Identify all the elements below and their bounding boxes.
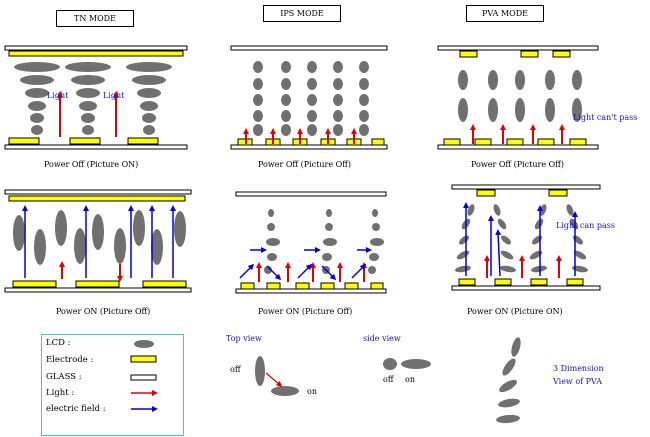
- legend-glass-label: GLASS :: [46, 372, 82, 382]
- caption-pva-on: Power ON (Picture ON): [467, 307, 563, 316]
- side-view-label: side view: [363, 334, 401, 343]
- glass-top: [437, 45, 599, 51]
- glass-top: [451, 184, 601, 190]
- lcd-stack: [14, 62, 172, 135]
- pva-3d-illustration: [496, 337, 521, 424]
- caption-tn-on: Power ON (Picture Off): [56, 307, 151, 316]
- glass-bottom: [4, 287, 192, 293]
- pva-off-panel: [437, 45, 599, 150]
- light-cant-pass-label: Light can't pass: [573, 113, 638, 122]
- tn-on-panel: [4, 189, 192, 293]
- light-label-2: Light: [103, 91, 125, 100]
- three-dim-label: 3 Dimension: [553, 364, 604, 373]
- electrode: [127, 137, 159, 145]
- electrode-top: [8, 50, 184, 57]
- light-label-1: Light: [47, 91, 69, 100]
- light-can-pass-label: Light can pass: [556, 221, 615, 230]
- glass-top: [4, 45, 188, 51]
- electrode-top: [8, 195, 186, 202]
- mode-title-ips: IPS MODE: [263, 5, 341, 22]
- legend-symbols: [130, 340, 158, 412]
- glass-top: [4, 189, 192, 195]
- lcd-grid: [253, 61, 369, 136]
- legend-electrode-swatch: [130, 355, 157, 363]
- legend-electrode-label: Electrode :: [46, 355, 94, 365]
- glass-top: [230, 45, 388, 51]
- top-on-label: on: [307, 387, 317, 396]
- glass-bottom: [4, 144, 188, 150]
- glass-bottom: [451, 285, 601, 291]
- caption-pva-off: Power Off (Picture Off): [471, 160, 564, 169]
- side-on-label: on: [405, 375, 415, 384]
- pva-on-panel: [451, 184, 601, 291]
- legend-box: LCD : Electrode : GLASS : Light : electr…: [41, 334, 184, 436]
- ips-off-panel: [230, 45, 388, 150]
- glass-bottom: [437, 144, 599, 150]
- glass-bottom: [230, 144, 388, 150]
- side-view-illustration: [383, 358, 431, 370]
- top-view-illustration: [255, 356, 299, 396]
- glass-bottom: [235, 288, 387, 294]
- top-view-label: Top view: [226, 334, 262, 343]
- legend-lcd-label: LCD :: [46, 338, 71, 348]
- legend-field-label: electric field :: [46, 404, 106, 414]
- view-of-pva-label: View of PVA: [553, 377, 603, 386]
- glass-top: [235, 191, 387, 197]
- legend-light-label: Light :: [46, 388, 75, 398]
- mode-title-tn: TN MODE: [56, 10, 134, 27]
- electrode: [8, 137, 40, 145]
- caption-ips-on: Power ON (Picture Off): [258, 307, 353, 316]
- electrode: [69, 137, 101, 145]
- caption-tn-off: Power Off (Picture ON): [44, 160, 139, 169]
- tn-off-panel: [4, 45, 188, 150]
- ips-on-panel: [235, 191, 387, 294]
- legend-lcd-swatch: [134, 340, 154, 348]
- caption-ips-off: Power Off (Picture Off): [258, 160, 351, 169]
- mode-title-pva: PVA MODE: [466, 5, 544, 22]
- side-off-label: off: [383, 375, 394, 384]
- legend-glass-swatch: [130, 374, 157, 381]
- top-off-label: off: [230, 365, 241, 374]
